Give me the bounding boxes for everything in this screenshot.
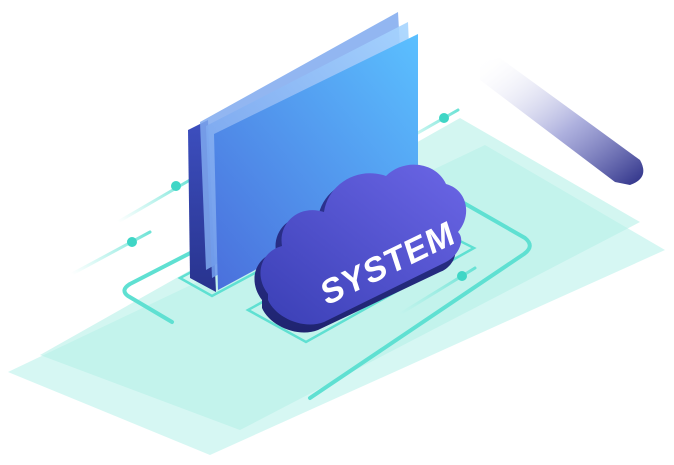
- circuit-node-icon: [439, 113, 449, 123]
- panel-front: [214, 34, 418, 290]
- server-panel-icon: [188, 12, 418, 292]
- circuit-line-right: [308, 176, 532, 400]
- cloud-face: [260, 164, 467, 325]
- circuit-lines: [122, 176, 532, 400]
- circuit-node-icon: [457, 271, 467, 281]
- circuit-node-icon: [127, 237, 137, 247]
- circuit-node-icon: [171, 181, 181, 191]
- circuit-line-left: [122, 246, 202, 324]
- light-beam-icon: [480, 58, 644, 185]
- circuit-nodes: [127, 113, 467, 281]
